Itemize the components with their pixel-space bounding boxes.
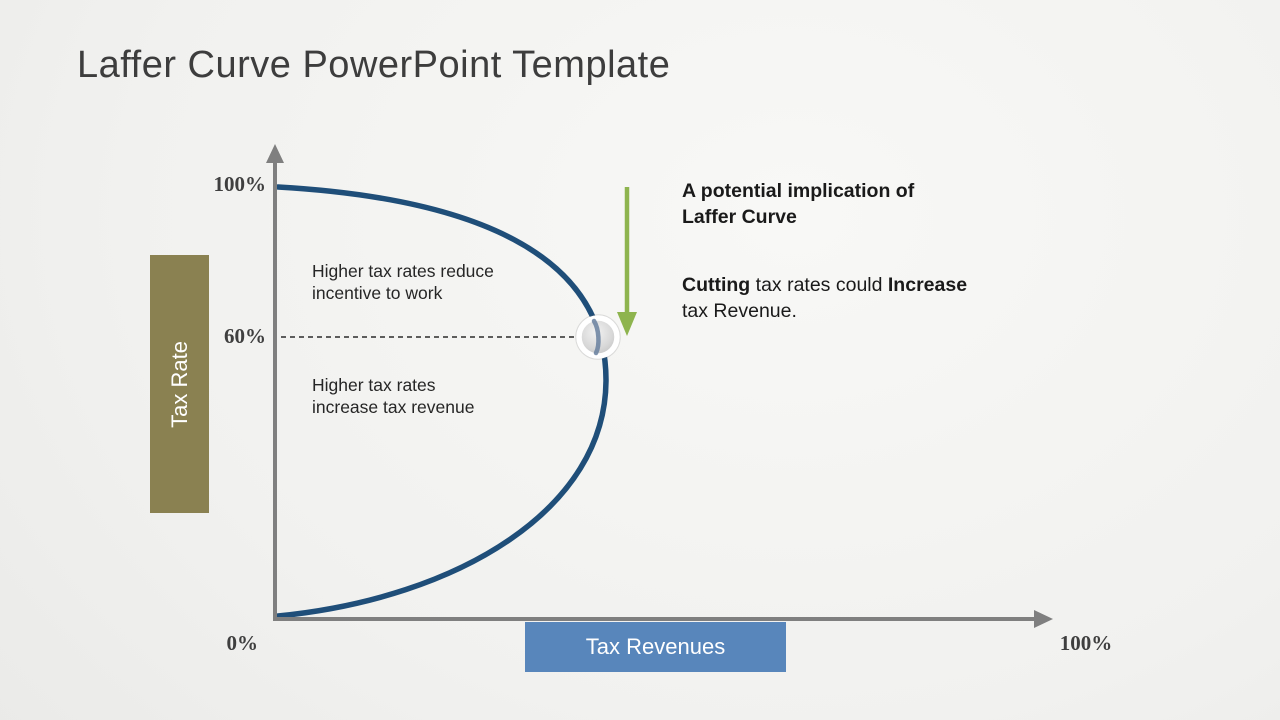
callout-bold-cutting: Cutting: [682, 274, 751, 296]
callout-text-2: tax Revenue.: [682, 300, 797, 323]
callout-text-1: tax rates could: [750, 274, 888, 296]
callout-bold-increase: Increase: [887, 274, 968, 296]
callout-body: Cutting tax rates could Increase tax Rev…: [682, 272, 967, 325]
annotation-increase-revenue: Higher tax rates increase tax revenue: [312, 375, 475, 418]
y-axis-title-box: Tax Rate: [150, 255, 209, 513]
y-tick-60: 60%: [224, 324, 266, 348]
y-axis-title: Tax Rate: [166, 340, 192, 428]
origin-tick-0: 0%: [226, 631, 259, 655]
y-tick-100: 100%: [213, 172, 267, 196]
annotation-reduce-incentive: Higher tax rates reduce incentive to wor…: [312, 261, 494, 304]
laffer-curve-path: [275, 184, 609, 619]
x-axis-title: Tax Revenues: [585, 634, 726, 659]
page-title: Laffer Curve PowerPoint Template: [77, 44, 671, 86]
x-tick-100: 100%: [1059, 631, 1113, 655]
curve-apex-marker[interactable]: [575, 314, 621, 360]
x-axis-title-box: Tax Revenues: [525, 622, 786, 672]
callout-heading: A potential implication of Laffer Curve: [682, 180, 915, 229]
x-axis-arrow-icon: [1034, 610, 1053, 628]
green-down-arrow-icon: [617, 187, 637, 336]
y-axis-arrow-icon: [266, 144, 284, 163]
